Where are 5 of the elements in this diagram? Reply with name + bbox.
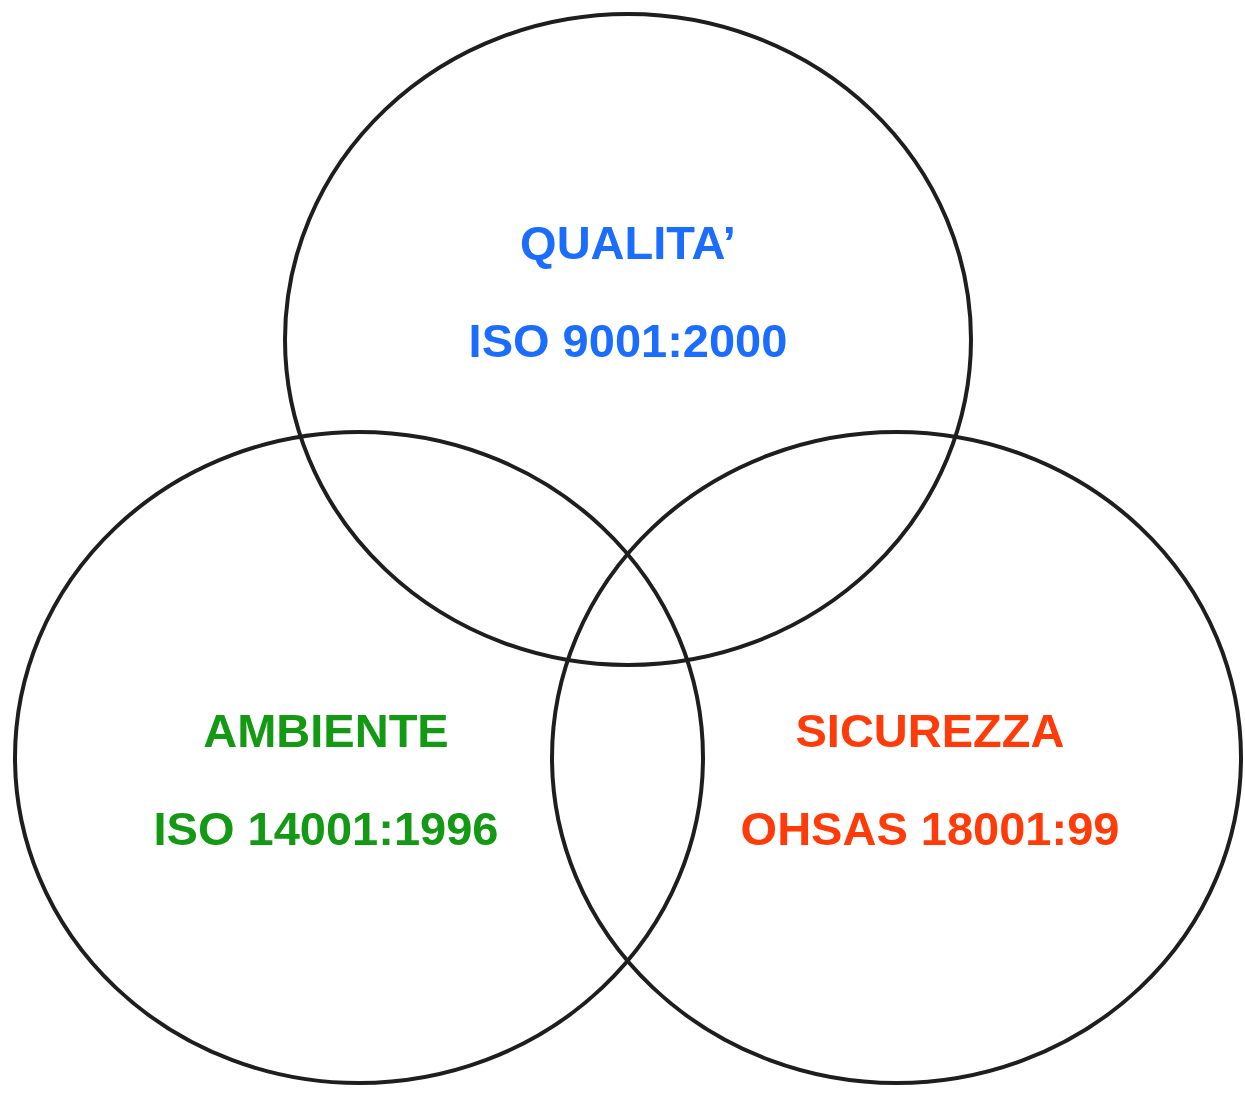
set-title: SICUREZZA: [795, 706, 1065, 754]
set-title: AMBIENTE: [203, 706, 449, 754]
standard-label: OHSAS 18001:99: [740, 804, 1120, 852]
standard-label: ISO 9001:2000: [468, 316, 788, 364]
standard-label: ISO 14001:1996: [153, 804, 499, 852]
